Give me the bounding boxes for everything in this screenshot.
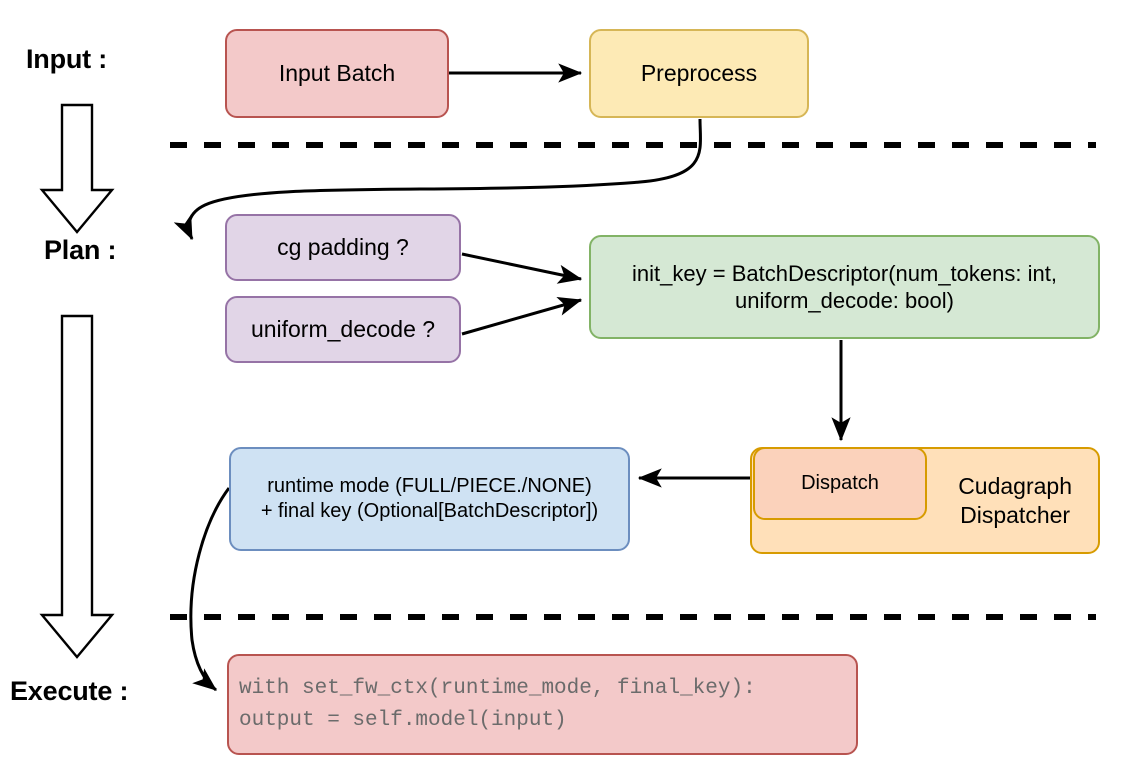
node-runtime-mode[interactable]: runtime mode (FULL/PIECE./NONE) + final … [229,447,630,551]
node-cg-padding[interactable]: cg padding ? [225,214,461,281]
edge-preprocess-to-cg-padding [173,118,702,241]
node-dispatch-label: Dispatch [801,472,879,494]
stage-label-input: Input : [26,44,108,74]
node-preprocess-label: Preprocess [640,60,758,87]
edge-uniform-decode-to-init-key [461,297,583,336]
node-input-batch-label: Input Batch [278,60,396,87]
edge-cg-padding-to-init-key [461,252,583,284]
edge-runtime-mode-to-exec-code [189,487,231,692]
input-to-plan-block-arrow [39,103,115,234]
node-input-batch[interactable]: Input Batch [225,29,449,118]
node-cudagraph-dispatcher-label: Cudagraph Dispatcher [958,472,1072,528]
stage-label-execute: Execute : [10,676,129,706]
node-exec-code-label: with set_fw_ctx(runtime_mode, final_key)… [239,677,756,732]
node-uniform-decode-label: uniform_decode ? [250,316,436,343]
plan-to-execute-block-arrow [39,314,115,659]
node-dispatch[interactable]: Dispatch [753,447,927,520]
stage-label-plan: Plan : [44,235,117,265]
node-init-key-label: init_key = BatchDescriptor(num_tokens: i… [632,260,1057,314]
node-exec-code[interactable]: with set_fw_ctx(runtime_mode, final_key)… [227,654,858,755]
node-runtime-mode-label: runtime mode (FULL/PIECE./NONE) + final … [260,475,599,522]
node-init-key[interactable]: init_key = BatchDescriptor(num_tokens: i… [589,235,1100,339]
node-preprocess[interactable]: Preprocess [589,29,809,118]
node-cg-padding-label: cg padding ? [277,234,409,261]
node-uniform-decode[interactable]: uniform_decode ? [225,296,461,363]
